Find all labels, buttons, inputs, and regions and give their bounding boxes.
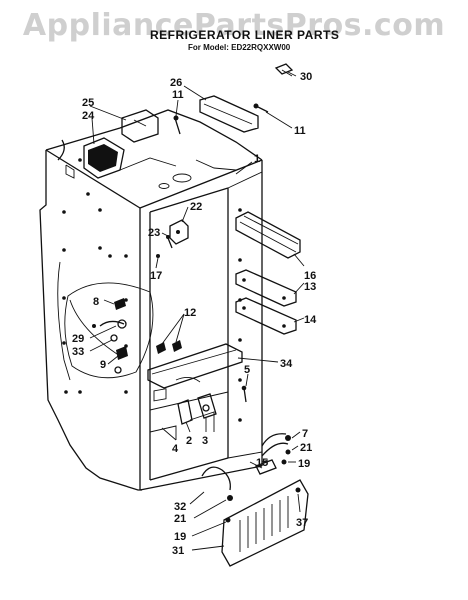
leader-lines [89,71,305,551]
shelf-rail-13[interactable] [235,269,297,307]
callout-11-left: 11 [172,89,184,101]
callout-5: 5 [244,364,250,376]
screw-11-right[interactable] [253,103,269,113]
callout-2: 2 [186,435,192,447]
callout-9: 9 [100,359,106,371]
shelf-rail-14[interactable] [235,297,297,335]
callout-19-bottom: 19 [174,531,186,543]
drain-parts[interactable] [177,393,217,425]
bracket-22[interactable] [156,219,189,258]
screw-11-left[interactable] [173,115,181,135]
callout-34: 34 [280,358,293,370]
callout-30: 30 [300,71,312,83]
callout-31: 31 [172,545,184,557]
callout-3: 3 [202,435,208,447]
callout-15: 15 [256,457,268,469]
callout-labels: 30 26 11 11 25 24 1 22 23 17 16 13 14 8 … [72,71,317,557]
callout-21-bottom: 21 [174,513,186,525]
tube-32[interactable] [201,466,233,501]
callout-24: 24 [82,110,95,122]
callout-22: 22 [190,201,202,213]
screw-30[interactable] [274,63,294,77]
liner-screw-holes [62,158,242,422]
callout-19-top: 19 [298,458,310,470]
watermark: AppliancePartsPros.com [22,8,446,43]
grille-31[interactable] [221,479,309,567]
callout-21-top: 21 [300,442,312,454]
control-cluster[interactable] [64,282,154,379]
light-housing[interactable] [57,109,159,179]
callout-11-right: 11 [294,125,306,137]
callout-17: 17 [150,270,162,282]
callout-29: 29 [72,333,84,345]
callout-12: 12 [184,307,196,319]
shelf-rail-16[interactable] [235,211,301,259]
callout-13: 13 [304,281,316,293]
screw-5[interactable] [241,385,247,403]
model-number: For Model: ED22RQXXW00 [188,43,291,52]
callout-8: 8 [93,296,99,308]
callout-32: 32 [174,501,186,513]
water-tube-assembly[interactable] [249,433,291,475]
clip-12[interactable] [156,340,182,354]
callout-37: 37 [296,517,308,529]
diagram-title: REFRIGERATOR LINER PARTS [150,28,340,42]
callout-16: 16 [304,270,316,282]
callout-4: 4 [172,443,179,455]
callout-14: 14 [304,314,317,326]
callout-25: 25 [82,97,94,109]
callout-1: 1 [254,153,260,165]
callout-23: 23 [148,227,160,239]
liner-cabinet[interactable] [39,109,263,491]
callout-26: 26 [170,77,182,89]
callout-7: 7 [302,428,308,440]
cover-34[interactable] [147,343,243,389]
top-rail[interactable] [199,95,259,133]
callout-33: 33 [72,346,84,358]
